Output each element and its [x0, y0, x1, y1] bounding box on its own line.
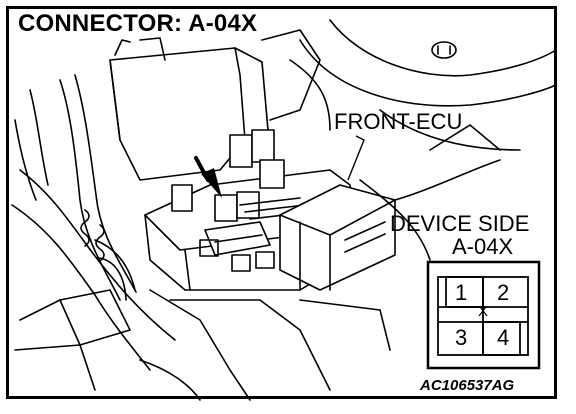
diagram-border	[6, 6, 557, 399]
front-ecu-leader-line	[347, 135, 365, 181]
front-ecu-label: FRONT-ECU	[334, 109, 463, 134]
pin-3: 3	[455, 325, 468, 350]
reference-code: AC106537AG	[420, 377, 515, 394]
connector-title: CONNECTOR: A-04X	[18, 10, 258, 37]
pin-2: 2	[497, 280, 510, 305]
pin-4: 4	[497, 325, 510, 350]
device-code-label: A-04X	[452, 234, 514, 259]
arrow-icon	[194, 156, 222, 198]
pin-1: 1	[455, 280, 468, 305]
connector-face	[426, 260, 541, 370]
connector-center-mark: X	[478, 303, 489, 320]
device-side-label: DEVICE SIDE	[390, 211, 530, 236]
